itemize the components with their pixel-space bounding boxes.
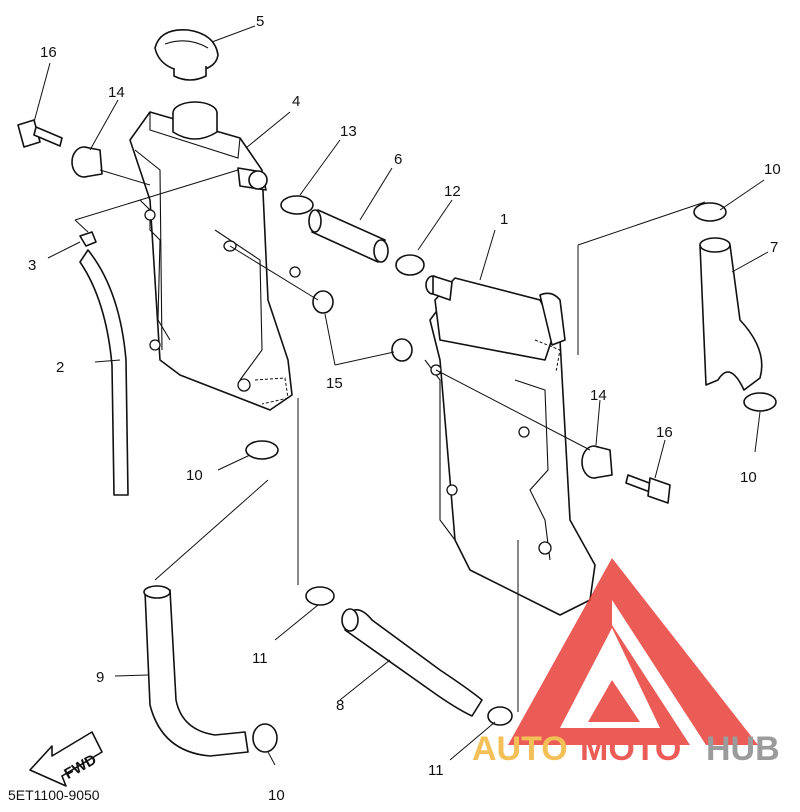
callout-1: 1 xyxy=(500,211,508,228)
grommets xyxy=(71,146,613,479)
watermark-text-moto: MOTO xyxy=(580,730,681,768)
callout-16-a: 16 xyxy=(40,44,57,61)
catalog-code: 5ET1100-9050 xyxy=(8,787,100,803)
hose-2 xyxy=(79,249,129,496)
callout-10-b: 10 xyxy=(740,469,757,486)
hose-7 xyxy=(699,237,763,391)
callout-7: 7 xyxy=(770,239,778,256)
callout-16-b: 16 xyxy=(656,424,673,441)
callout-14-a: 14 xyxy=(108,84,125,101)
callout-10-c: 10 xyxy=(268,787,285,804)
clip-3 xyxy=(79,231,97,247)
fwd-arrow: FWD xyxy=(29,731,103,787)
callout-15: 15 xyxy=(326,375,343,392)
watermark-text-hub: HUB xyxy=(706,730,780,768)
hose-8 xyxy=(341,608,483,717)
callout-14-b: 14 xyxy=(590,387,607,404)
callout-10-a: 10 xyxy=(186,467,203,484)
hose-6 xyxy=(308,209,389,263)
callout-6: 6 xyxy=(394,151,402,168)
callout-9: 9 xyxy=(96,669,104,686)
callout-10-d: 10 xyxy=(764,161,781,178)
hose-clamps xyxy=(245,195,777,753)
callout-4: 4 xyxy=(292,93,300,110)
automotohub-watermark: AUTO MOTO HUB xyxy=(472,558,780,768)
callout-3: 3 xyxy=(28,257,36,274)
watermark-text-auto: AUTO xyxy=(472,730,568,768)
left-radiator xyxy=(129,101,301,411)
callout-2: 2 xyxy=(56,359,64,376)
callout-11-b: 11 xyxy=(428,762,444,779)
leader-lines xyxy=(33,25,769,766)
callout-labels: 1 2 3 4 5 6 7 8 9 10 10 10 10 11 11 12 1… xyxy=(28,13,781,804)
callout-13: 13 xyxy=(340,123,357,140)
hose-9 xyxy=(143,585,249,757)
assembly-lines xyxy=(74,169,706,712)
collars xyxy=(312,290,413,362)
right-radiator xyxy=(424,275,596,616)
callout-12: 12 xyxy=(444,183,461,200)
callout-11-a: 11 xyxy=(252,650,268,667)
callout-8: 8 xyxy=(336,697,344,714)
radiator-cap xyxy=(154,29,219,81)
bolts xyxy=(17,119,671,504)
callout-5: 5 xyxy=(256,13,264,30)
